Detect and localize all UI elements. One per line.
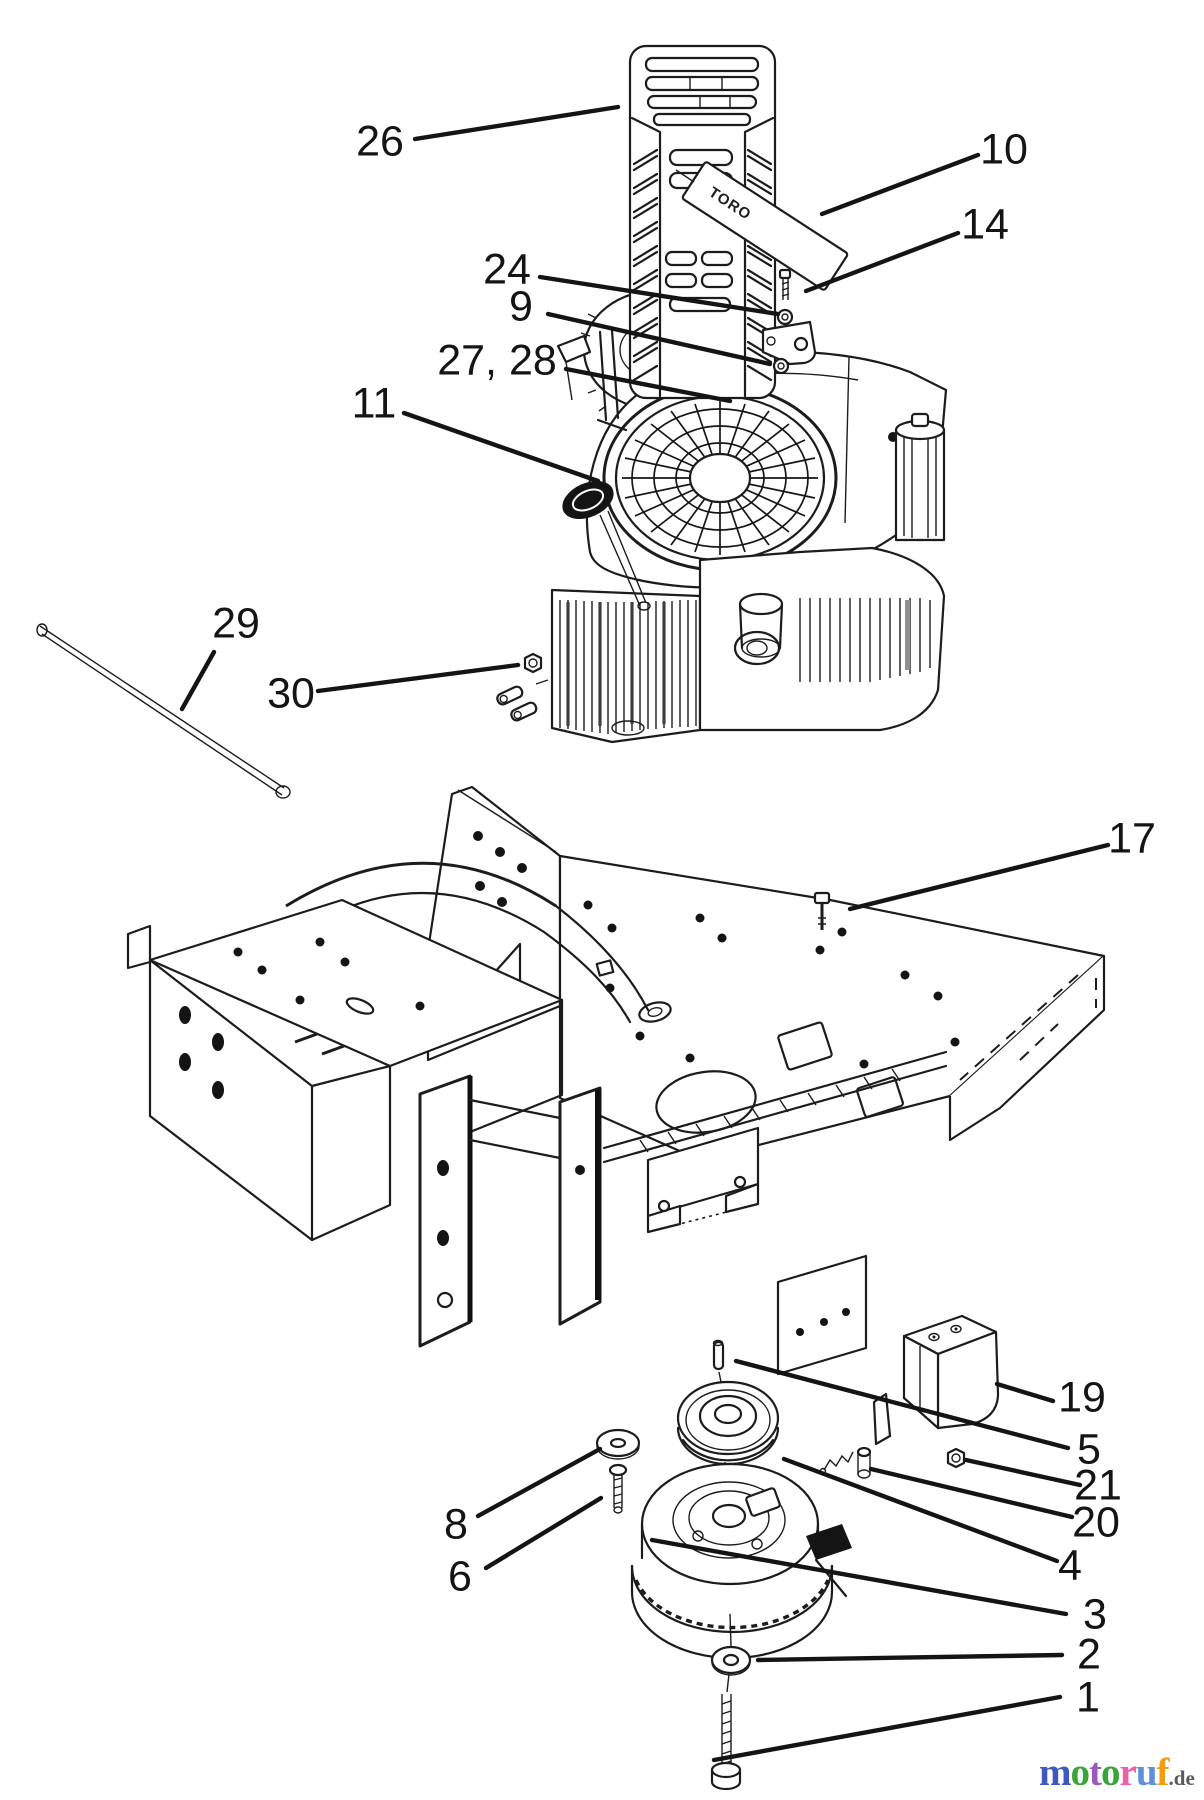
bolt-17 <box>813 891 831 930</box>
callout-leader-8 <box>475 1446 603 1519</box>
front-bracket-plates <box>418 1074 602 1348</box>
callout-leader-3 <box>649 1537 1069 1617</box>
clutch-assembly <box>630 1339 966 1791</box>
starter-motor <box>894 412 946 542</box>
callout-label-2: 2 <box>1077 1630 1101 1678</box>
callout-leader-6 <box>483 1495 604 1571</box>
bolt-6 <box>608 1463 628 1514</box>
callout-leader-1 <box>711 1694 1063 1763</box>
callout-label-14: 14 <box>961 200 1009 248</box>
deck-plate <box>558 854 1106 1162</box>
logo-letter: r <box>1119 1751 1137 1794</box>
callout-leader-21 <box>963 1457 1083 1488</box>
nut-21 <box>946 1447 966 1469</box>
tag-bracket <box>761 320 817 366</box>
callout-label-9: 9 <box>509 282 533 330</box>
hardware-cluster <box>496 652 549 722</box>
fender-arch <box>285 861 557 908</box>
bracket-19 <box>872 1314 1000 1446</box>
tag-fasteners <box>761 268 817 375</box>
callout-label-24: 24 <box>483 245 531 293</box>
callout-label-20: 20 <box>1072 1498 1120 1546</box>
callout-label-11: 11 <box>352 379 397 427</box>
spacer-20 <box>856 1446 872 1479</box>
callout-leader-26 <box>412 104 621 142</box>
logo-suffix: .de <box>1168 1766 1195 1790</box>
deck-right-edge <box>948 956 1106 1142</box>
washer-8 <box>595 1428 641 1460</box>
callout-leader-29 <box>179 649 217 712</box>
motoruf-logo: motoruf.de <box>1039 1753 1195 1792</box>
logo-letter: o <box>1070 1751 1090 1794</box>
electric-clutch-3 <box>630 1462 852 1660</box>
pin-5 <box>712 1339 725 1371</box>
washer-2 <box>710 1645 752 1676</box>
callout-leader-27-28 <box>563 366 733 404</box>
callout-leader-11 <box>401 410 601 484</box>
toro-tag: TORO <box>675 161 849 291</box>
callout-label-27-28: 27, 28 <box>437 336 557 384</box>
callout-label-26: 26 <box>356 117 404 165</box>
logo-letter: m <box>1039 1751 1071 1794</box>
oil-cap <box>562 480 651 611</box>
callout-leader-4 <box>781 1456 1060 1564</box>
callout-leader-19 <box>994 1381 1056 1404</box>
callout-leader-2 <box>755 1652 1065 1663</box>
callout-label-19: 19 <box>1058 1373 1106 1421</box>
screw-14 <box>778 268 792 300</box>
callout-label-21: 21 <box>1074 1461 1122 1509</box>
nut-30 <box>523 652 543 674</box>
logo-letter: f <box>1156 1751 1170 1794</box>
logo-letter: t <box>1089 1751 1102 1794</box>
engine <box>550 328 948 744</box>
pulley-4 <box>676 1380 780 1466</box>
callout-label-1: 1 <box>1076 1673 1100 1721</box>
ring-terminals <box>496 679 549 722</box>
callout-leader-17 <box>847 842 1111 912</box>
crankcase <box>698 546 946 732</box>
mount-flange <box>646 1126 760 1234</box>
right-corner-plate <box>776 1254 868 1376</box>
nut-24 <box>776 308 794 326</box>
callout-label-3: 3 <box>1083 1590 1107 1638</box>
callout-leader-20 <box>868 1466 1075 1520</box>
callout-leader-10 <box>819 152 981 217</box>
callout-label-4: 4 <box>1058 1541 1082 1589</box>
callout-label-30: 30 <box>267 669 315 717</box>
callout-label-6: 6 <box>448 1552 472 1600</box>
callout-leader-24 <box>537 274 781 317</box>
callout-leader-14 <box>803 230 961 294</box>
fan-hub <box>688 452 752 504</box>
callout-leader-9 <box>545 311 773 367</box>
logo-letter: u <box>1135 1751 1158 1794</box>
cooling-fan-screen <box>602 384 838 572</box>
callout-label-29: 29 <box>212 599 260 647</box>
callout-label-8: 8 <box>444 1500 468 1548</box>
bolt-1 <box>710 1694 742 1791</box>
callout-leader-5 <box>733 1358 1071 1451</box>
callout-leader-30 <box>315 662 521 694</box>
cylinder-fins <box>550 588 702 744</box>
logo-letter: o <box>1101 1751 1120 1794</box>
callout-label-17: 17 <box>1108 814 1156 862</box>
set-screw-spring <box>819 1451 854 1475</box>
frame-chassis <box>126 785 1106 1376</box>
nut-9 <box>772 357 790 375</box>
callout-label-5: 5 <box>1077 1425 1101 1473</box>
callout-label-10: 10 <box>980 125 1028 173</box>
support-rod <box>36 623 291 799</box>
